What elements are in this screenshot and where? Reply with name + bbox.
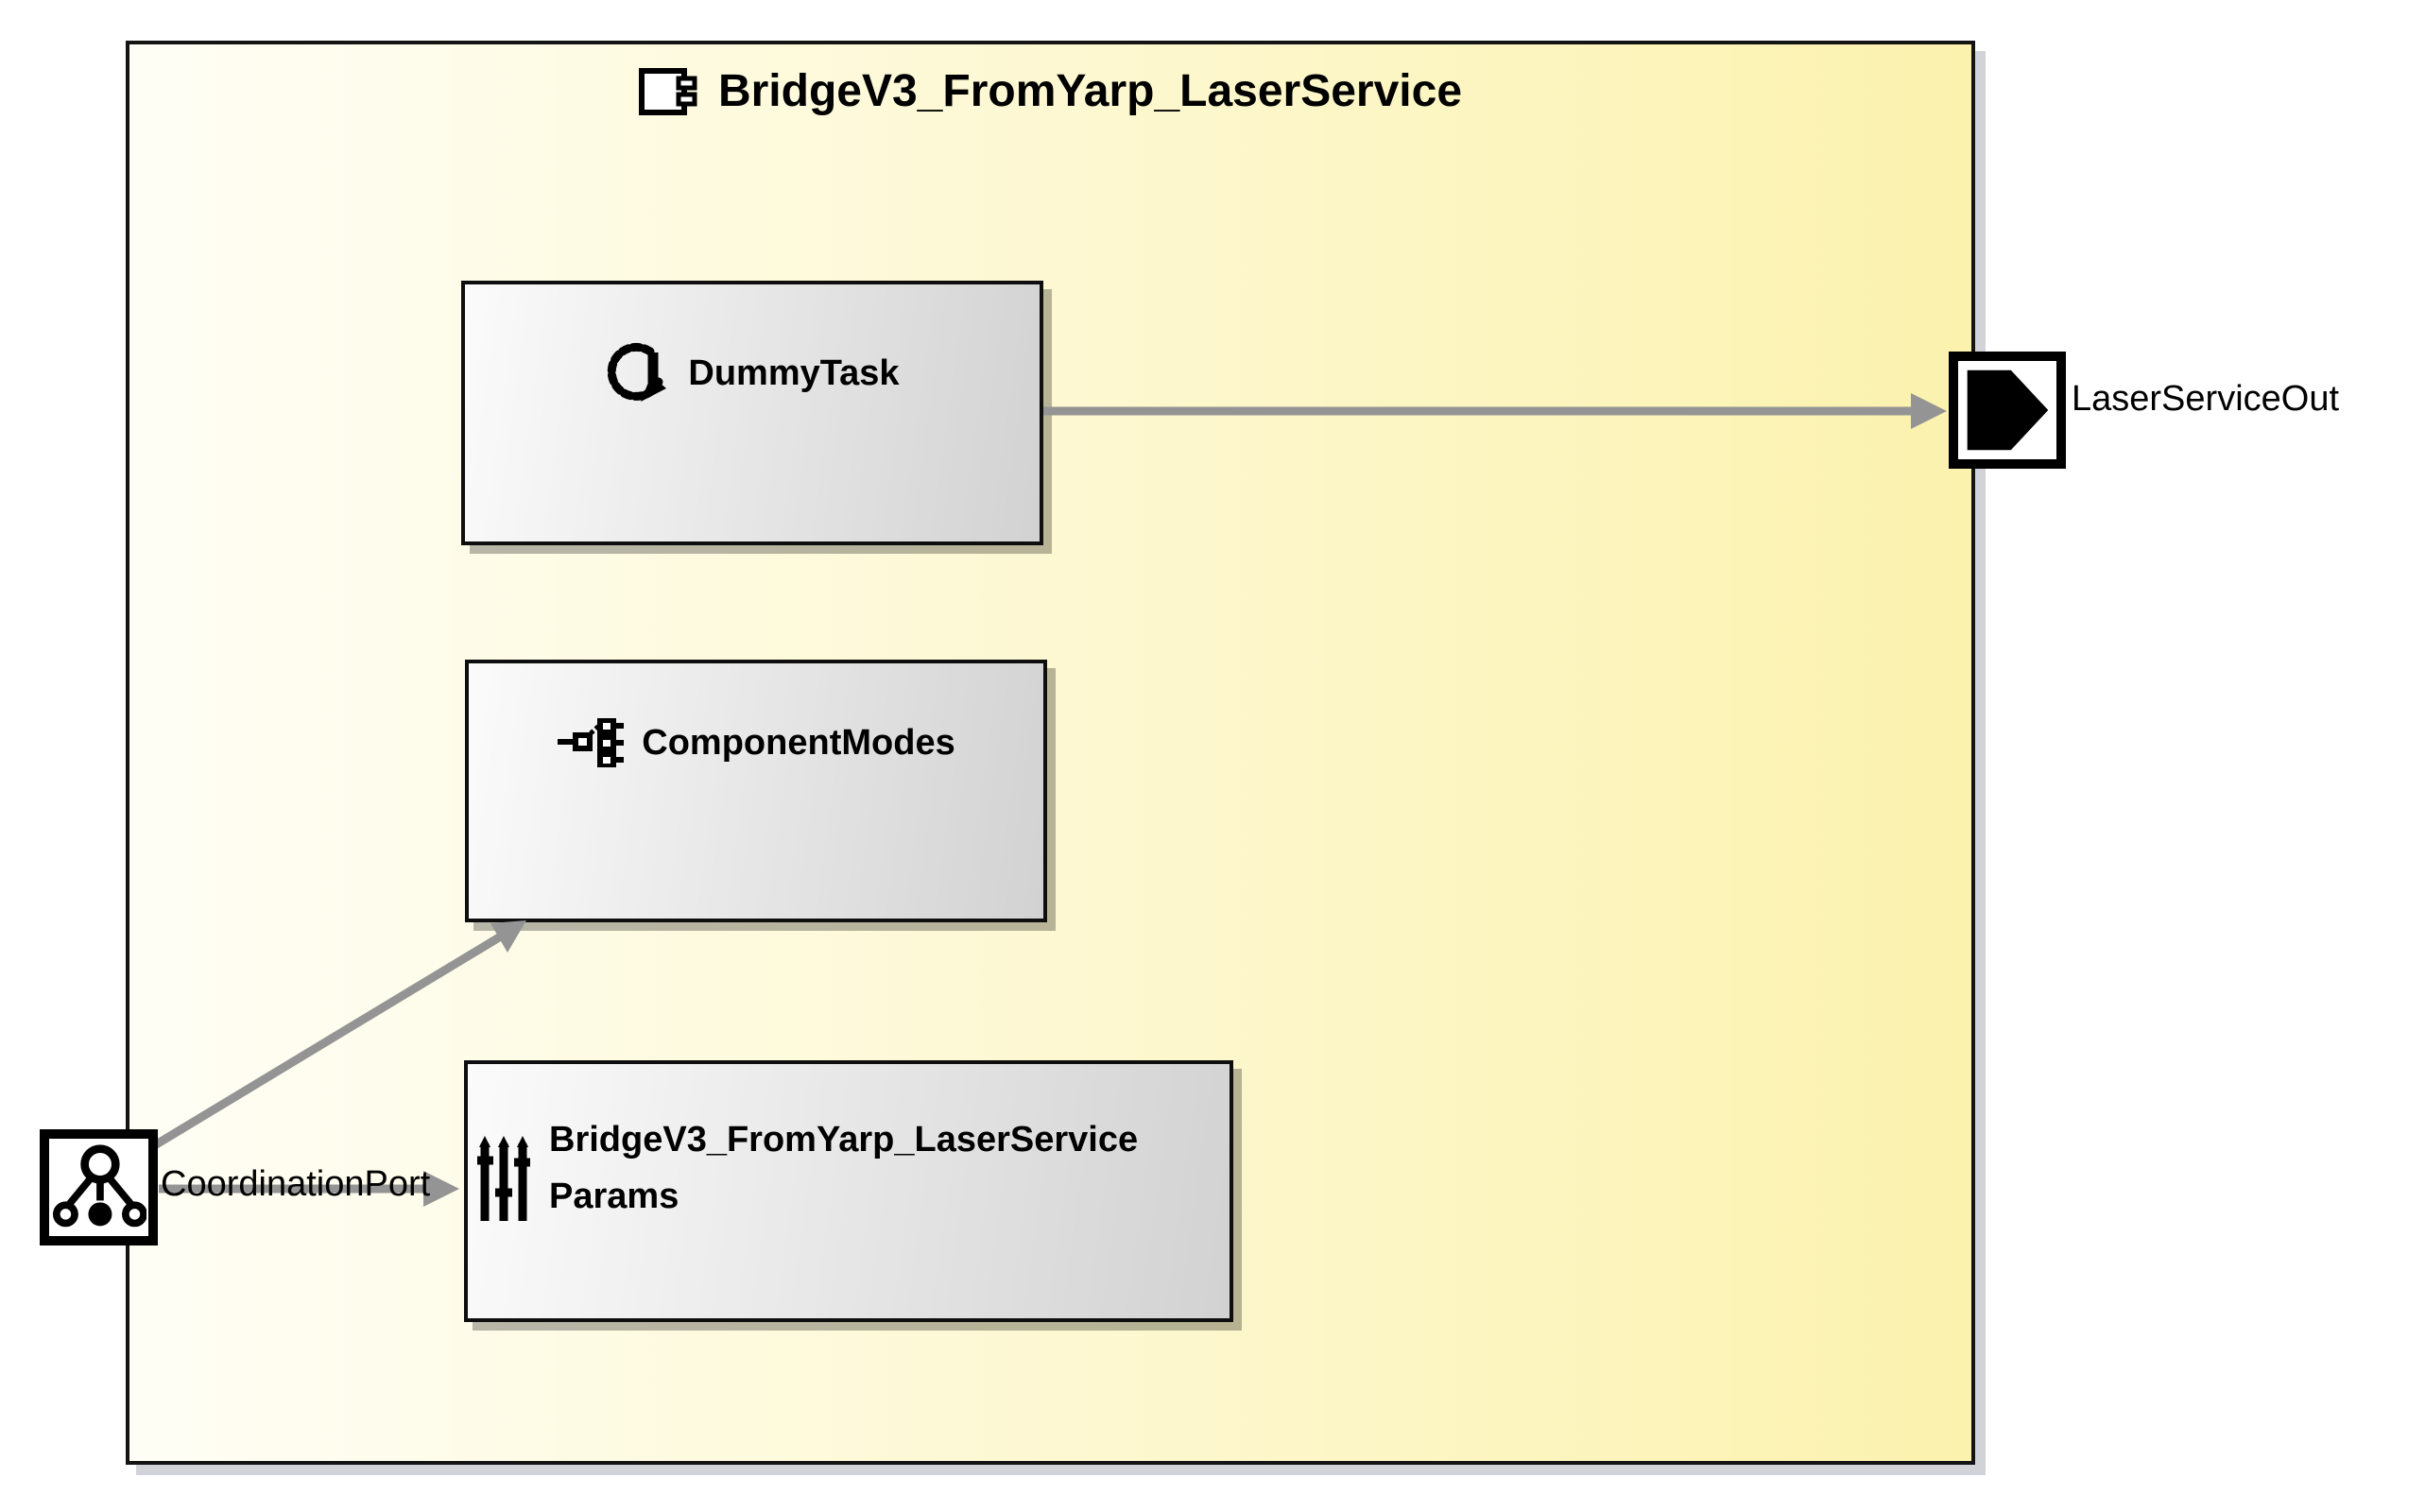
node-label-line2: Params (549, 1177, 679, 1216)
node-label: ComponentModes (642, 722, 955, 763)
port-label-laser-service-out: LaserServiceOut (2072, 379, 2340, 419)
node-label: DummyTask (688, 352, 900, 393)
component-frame[interactable]: BridgeV3_FromYarp_LaserService DummyTask (126, 41, 1975, 1465)
component-title-row: BridgeV3_FromYarp_LaserService (129, 65, 1971, 117)
sliders-icon (477, 1136, 530, 1225)
node-label-line1: BridgeV3_FromYarp_LaserService (549, 1120, 1139, 1160)
node-component-modes[interactable]: ComponentModes (465, 660, 1047, 922)
node-params[interactable]: BridgeV3_FromYarp_LaserService Params (464, 1060, 1233, 1322)
node-dummy-task[interactable]: DummyTask (461, 281, 1043, 545)
modes-tree-icon (557, 718, 625, 767)
output-port-icon (1960, 363, 2055, 457)
port-coordination[interactable] (40, 1129, 158, 1246)
component-title: BridgeV3_FromYarp_LaserService (717, 66, 1463, 116)
coordination-port-icon (51, 1141, 146, 1234)
port-label-coordination: CoordinationPort (161, 1164, 431, 1204)
uml-component-icon (638, 67, 697, 115)
port-laser-service-out[interactable] (1949, 352, 2066, 469)
loop-arrow-icon (605, 339, 671, 407)
